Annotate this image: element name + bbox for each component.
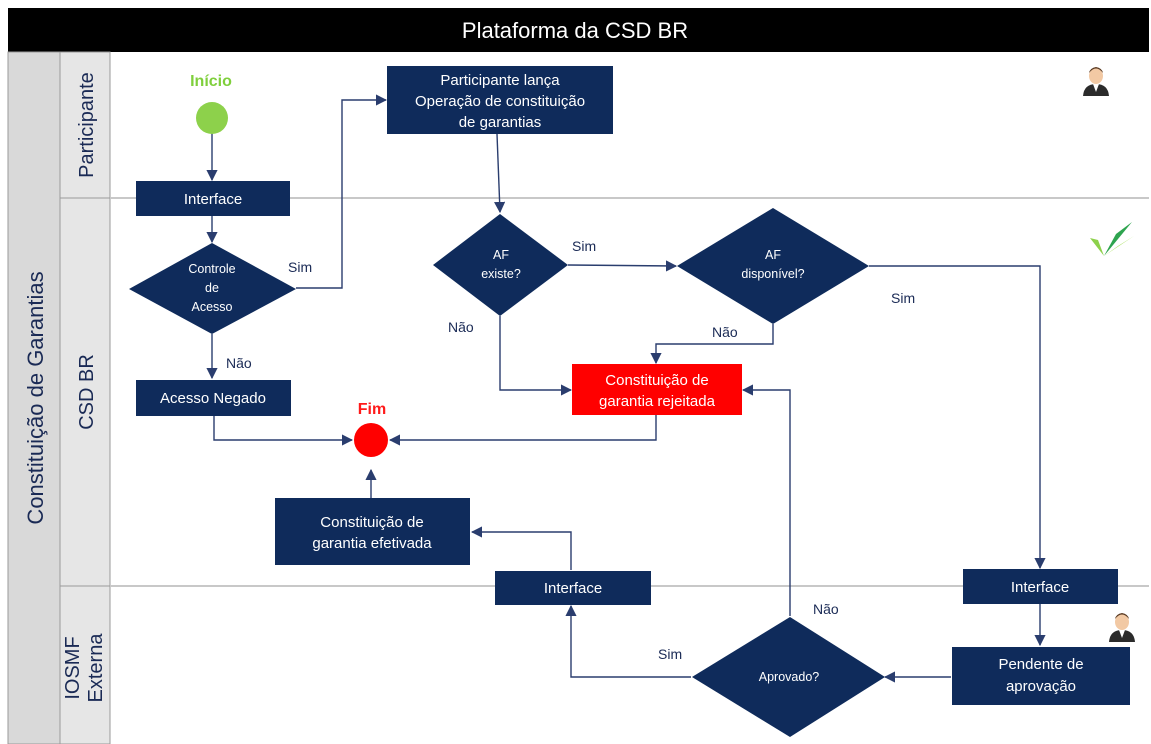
lane-label-csd-bg — [59, 197, 111, 587]
edge-label-af-existe-nao: Não — [448, 319, 474, 335]
af-existe-decision: AF existe? — [433, 214, 568, 316]
lanca-operacao-box: Participante lança Operação de constitui… — [387, 66, 613, 134]
connector — [650, 324, 774, 365]
af-disponivel-line2: disponível? — [741, 267, 804, 281]
interface-csd-right-label: Interface — [1011, 579, 1069, 596]
garantia-efetivada-line1: Constituição de — [320, 514, 423, 531]
lanca-operacao-line3: de garantias — [459, 114, 542, 131]
lane-label-csd: CSD BR — [76, 354, 98, 430]
interface-participante-label: Interface — [184, 191, 242, 208]
garantia-efetivada-box: Constituição de garantia efetivada — [275, 498, 470, 565]
connector — [213, 416, 354, 446]
garantia-rejeitada-line1: Constituição de — [605, 372, 708, 389]
pendente-aprovacao-line2: aprovação — [1006, 678, 1076, 695]
interface-participante-box: Interface — [136, 181, 290, 216]
connector — [494, 133, 506, 214]
edge-label-controle-nao: Não — [226, 355, 252, 371]
connector — [741, 384, 791, 616]
controle-acesso-decision: Controle de Acesso — [129, 243, 296, 334]
connector — [470, 526, 572, 570]
edge-label-aprovado-nao: Não — [813, 601, 839, 617]
edge-label-controle-sim: Sim — [288, 259, 312, 275]
pool-label: Constituição de Garantias — [23, 271, 48, 524]
lane-label-participante: Participante — [76, 72, 98, 178]
edge-label-af-disp-sim: Sim — [891, 290, 915, 306]
pool-label-column — [7, 51, 61, 744]
aprovado-decision: Aprovado? — [692, 617, 885, 737]
connector — [869, 265, 1046, 570]
interface-csd-right-box: Interface — [963, 569, 1118, 604]
lanca-operacao-line2: Operação de constituição — [415, 93, 585, 110]
lane-label-iosmf-bg — [59, 585, 111, 744]
lane-label-iosmf-line2: Externa — [85, 633, 107, 703]
connector — [296, 94, 388, 289]
controle-acesso-line1: Controle — [188, 262, 235, 276]
af-disponivel-decision: AF disponível? — [677, 208, 869, 324]
diagram-title: Plataforma da CSD BR — [462, 18, 688, 43]
aprovado-label: Aprovado? — [759, 670, 820, 684]
connector — [565, 604, 691, 678]
controle-acesso-line3: Acesso — [192, 300, 233, 314]
interface-csd-left-box: Interface — [495, 571, 651, 605]
lanca-operacao-line1: Participante lança — [440, 72, 560, 89]
acesso-negado-label: Acesso Negado — [160, 390, 266, 407]
pendente-aprovacao-line1: Pendente de — [998, 656, 1083, 673]
person-avatar-icon — [1109, 613, 1135, 642]
connector — [567, 260, 678, 272]
end-label: Fim — [358, 401, 386, 418]
controle-acesso-line2: de — [205, 281, 219, 295]
start-event — [196, 102, 228, 134]
garantia-rejeitada-box: Constituição de garantia rejeitada — [572, 364, 742, 415]
connector — [499, 316, 573, 396]
lane-label-iosmf-line1: IOSMF — [62, 636, 84, 699]
connector — [388, 415, 657, 446]
af-existe-line2: existe? — [481, 267, 521, 281]
end-event — [354, 423, 388, 457]
title-bar — [8, 8, 1149, 52]
garantia-rejeitada-line2: garantia rejeitada — [599, 393, 716, 410]
edge-label-af-existe-sim: Sim — [572, 238, 596, 254]
garantia-efetivada-line2: garantia efetivada — [312, 535, 432, 552]
edge-label-aprovado-sim: Sim — [658, 646, 682, 662]
af-existe-line1: AF — [493, 248, 509, 262]
lane-label-participante-bg — [59, 51, 111, 199]
acesso-negado-box: Acesso Negado — [136, 380, 291, 416]
csd-logo-icon — [1090, 222, 1134, 256]
person-avatar-icon — [1083, 67, 1109, 96]
start-label: Início — [190, 73, 232, 90]
interface-csd-left-label: Interface — [544, 580, 602, 597]
edge-label-af-disp-nao: Não — [712, 324, 738, 340]
af-disponivel-line1: AF — [765, 248, 781, 262]
pendente-aprovacao-box: Pendente de aprovação — [952, 647, 1130, 705]
